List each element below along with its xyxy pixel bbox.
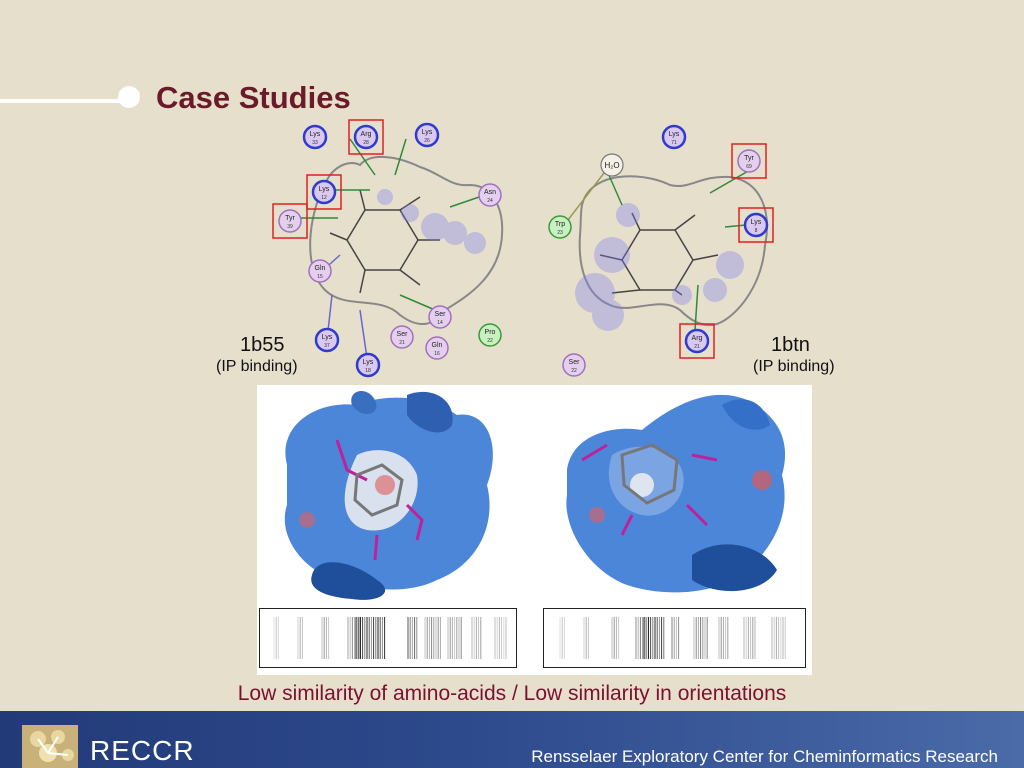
residue-lys-8 [743, 212, 769, 238]
residue-number: 14 [437, 320, 443, 326]
residue-tyr-69 [737, 149, 761, 173]
residue-number: 15 [317, 274, 323, 280]
residue-name: Gln [432, 342, 443, 349]
reccr-logo-icon [22, 725, 78, 768]
residue-number: 23 [557, 230, 563, 236]
residue-name: Ser [397, 331, 409, 338]
residue-gln-16 [425, 336, 449, 360]
residue-name: Ser [569, 359, 581, 366]
residue-number: 18 [365, 368, 371, 374]
residue-name: Lys [363, 359, 374, 366]
residue-number: 16 [434, 351, 440, 357]
residue-name: Lys [322, 334, 333, 341]
highlight-box [738, 207, 774, 243]
interaction-diagram-1b55: Lys33Arg28Lys26Lys12Tyr39Asn24Gln15Ser14… [272, 119, 504, 378]
residue-asn-24 [478, 183, 502, 207]
residue-name: Arg [692, 335, 703, 342]
surface-render-1btn [566, 394, 786, 593]
binding-label-1b55: (IP binding) [216, 358, 298, 375]
residue-number: 12 [321, 195, 327, 201]
residue-lys-71 [661, 124, 687, 150]
ring-bonds [329, 189, 440, 294]
binding-pocket-outline [578, 175, 768, 327]
title-bullet [118, 86, 140, 108]
residue-name: Tyr [285, 215, 295, 222]
residue-name: Trp [555, 221, 565, 228]
water-label: H₂O [604, 161, 619, 170]
pdb-label-1btn: 1btn [771, 334, 810, 356]
residue-number: 71 [671, 140, 677, 146]
residue-number: 37 [324, 343, 330, 349]
water-lines [567, 172, 605, 221]
residue-number: 22 [487, 338, 493, 344]
highlight-box [272, 203, 308, 239]
fingerprint-spectrum-1b55 [259, 608, 517, 668]
residue-name: Asn [484, 189, 496, 196]
slide-title: Case Studies [156, 80, 351, 115]
fingerprint-spectrum-1btn [543, 608, 806, 668]
pdb-label-1b55: 1b55 [240, 334, 285, 356]
ring-bonds [599, 212, 719, 296]
residue-ser-14 [428, 305, 452, 329]
residue-name: Gln [315, 265, 326, 272]
residue-name: Ser [435, 311, 447, 318]
residue-tyr-39 [278, 209, 302, 233]
residue-number: 39 [287, 224, 293, 230]
binding-pocket-outline [309, 155, 504, 325]
residue-trp-23 [548, 215, 572, 239]
footer-center-name: Rensselaer Exploratory Center for Chemin… [531, 747, 998, 766]
residue-number: 26 [424, 138, 430, 144]
residue-name: Tyr [744, 155, 754, 162]
highlight-box [731, 143, 767, 179]
title-rule [0, 99, 126, 103]
footer-brand: RECCR [90, 735, 195, 766]
residue-ser-21 [390, 325, 414, 349]
residue-number: 21 [399, 340, 405, 346]
residue-number: 69 [746, 164, 752, 170]
residue-number: 24 [487, 198, 493, 204]
residue-arg-21 [684, 328, 710, 354]
highlight-box [679, 323, 715, 359]
residue-lys-33 [302, 124, 328, 150]
residue-arg-28 [353, 124, 379, 150]
residue-name: Pro [485, 329, 496, 336]
residue-lys-18 [355, 352, 381, 378]
residue-pro-22 [478, 323, 502, 347]
residue-lys-12 [311, 179, 337, 205]
residue-name: Lys [751, 219, 762, 226]
phosphate-blobs [377, 189, 486, 254]
hbond-arrows [607, 169, 751, 331]
residue-number: 28 [363, 140, 369, 146]
water-molecule [600, 153, 624, 177]
residue-name: Lys [422, 129, 433, 136]
residue-number: 33 [312, 140, 318, 146]
slide-caption: Low similarity of amino-acids / Low simi… [237, 682, 787, 705]
residue-number: 22 [571, 368, 577, 374]
residue-number: 21 [694, 344, 700, 350]
binding-label-1btn: (IP binding) [753, 358, 835, 375]
residue-name: Lys [319, 186, 330, 193]
residue-name: Lys [669, 131, 680, 138]
surface-render-1b55 [284, 390, 493, 600]
residue-gln-15 [308, 259, 332, 283]
residue-name: Arg [361, 131, 372, 138]
residue-number: 8 [755, 228, 758, 234]
residue-lys-37 [314, 327, 340, 353]
phosphate-blobs [575, 203, 744, 331]
residue-ser-22 [562, 353, 586, 377]
highlight-box [348, 119, 384, 155]
surface-panel [257, 385, 812, 675]
footer-bar: RECCR Rensselaer Exploratory Center for … [0, 711, 1024, 768]
highlight-box [306, 174, 342, 210]
residue-lys-26 [414, 122, 440, 148]
residue-name: Lys [310, 131, 321, 138]
